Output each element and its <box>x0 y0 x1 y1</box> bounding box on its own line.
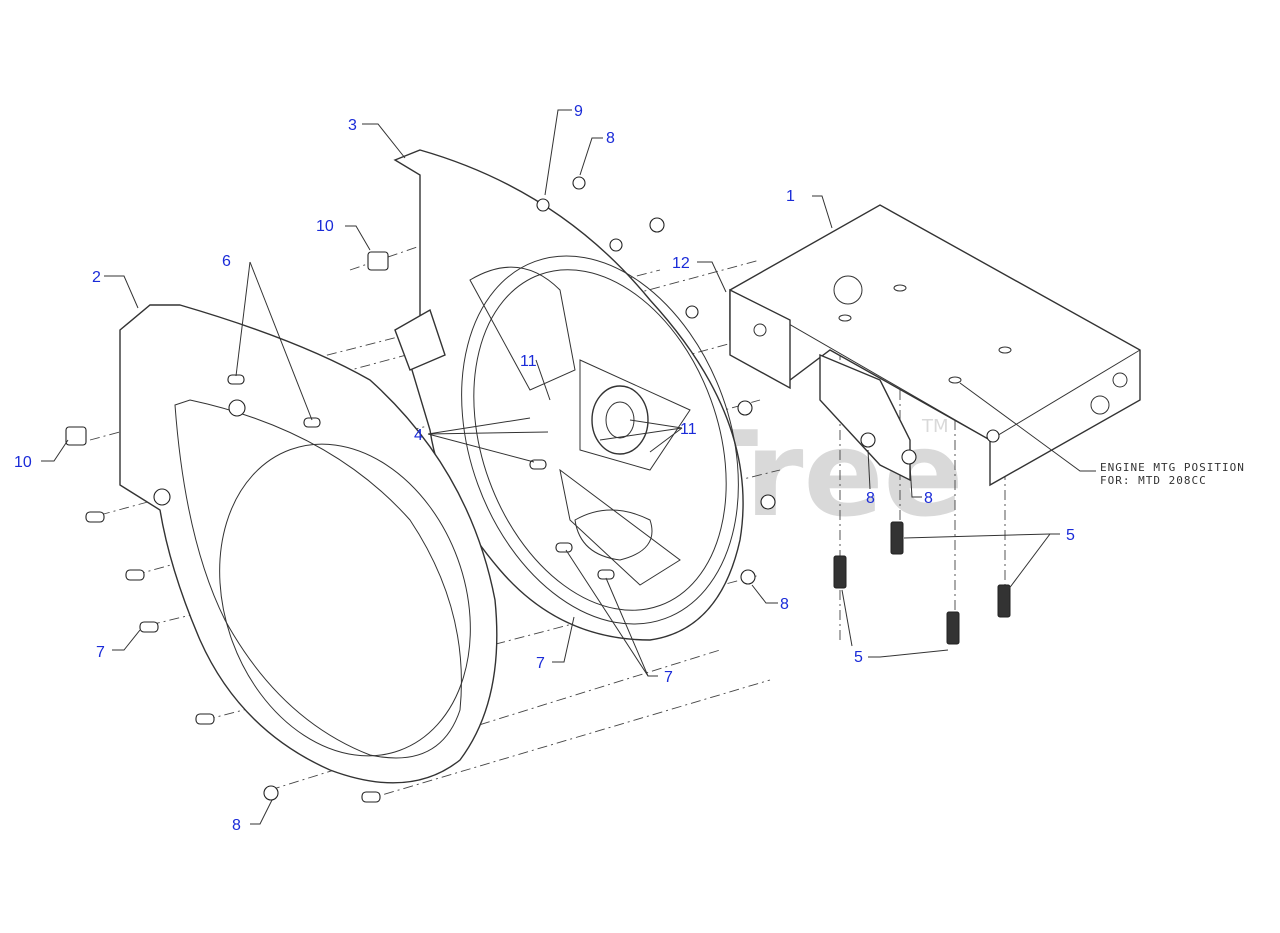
watermark-trademark: TM <box>921 416 949 437</box>
callout-7-right: 7 <box>664 669 673 686</box>
callout-8-bottom: 8 <box>232 817 241 834</box>
hardware <box>65 176 1011 803</box>
callout-11-right: 11 <box>680 421 697 438</box>
callout-8-top: 8 <box>606 130 615 147</box>
callout-4: 4 <box>414 427 423 444</box>
callout-labels: 1 2 3 4 5 5 6 7 7 7 8 8 8 8 8 9 10 10 11… <box>14 103 1075 834</box>
callout-10-left: 10 <box>14 454 32 471</box>
callout-10-top: 10 <box>316 218 334 235</box>
callout-12: 12 <box>672 255 690 272</box>
callout-9: 9 <box>574 103 583 120</box>
engine-mount-bracket <box>729 204 1141 487</box>
note-line-2: FOR: MTD 208CC <box>1100 474 1207 487</box>
callout-7-middle: 7 <box>536 655 545 672</box>
engine-mount-note: ENGINE MTG POSITION FOR: MTD 208CC <box>1100 461 1245 487</box>
callout-2: 2 <box>92 269 101 286</box>
note-line-1: ENGINE MTG POSITION <box>1100 461 1245 474</box>
callout-1: 1 <box>786 188 795 205</box>
callout-3: 3 <box>348 117 357 134</box>
callout-5-right: 5 <box>1066 527 1075 544</box>
leader-lines <box>41 109 1096 825</box>
callout-8-bracket-left: 8 <box>866 490 875 507</box>
callout-6: 6 <box>222 253 231 270</box>
callout-8-bracket-right: 8 <box>924 490 933 507</box>
blower-housing-back <box>393 149 744 641</box>
callout-8-ring: 8 <box>780 596 789 613</box>
blower-housing-front <box>119 304 498 784</box>
callout-5-bottom: 5 <box>854 649 863 666</box>
callout-11-top: 11 <box>520 353 537 370</box>
callout-7-left: 7 <box>96 644 105 661</box>
